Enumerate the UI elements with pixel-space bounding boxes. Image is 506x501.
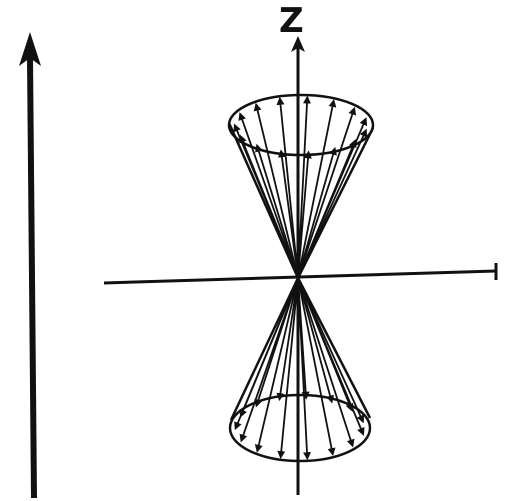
z-axis-arrowhead xyxy=(291,36,305,52)
lower-cone-vector-2 xyxy=(297,277,355,448)
lower-cone-vector-10 xyxy=(254,277,299,408)
z-axis-label: Z xyxy=(279,1,304,41)
upper-cone-vector-10 xyxy=(253,102,299,279)
lower-cone-rim xyxy=(228,393,372,463)
lower-cone-vector-13 xyxy=(297,277,334,404)
upper-cone-vector-3 xyxy=(297,146,337,279)
lower-cone-left-edge xyxy=(229,277,300,421)
upper-cone-vector-15 xyxy=(297,117,368,279)
upper-cone-vector-12 xyxy=(297,95,311,279)
upper-cone-vector-8 xyxy=(233,123,299,279)
lower-cone-vector-12 xyxy=(297,277,310,400)
lower-cone-vectors xyxy=(234,277,365,461)
lower-cone-vector-14 xyxy=(297,277,354,412)
lower-cone-right-edge xyxy=(296,277,372,419)
field-arrow-head xyxy=(19,32,41,66)
lower-cone-vector-5 xyxy=(277,277,299,459)
field-arrow xyxy=(19,32,41,499)
upper-cone-vector-14 xyxy=(297,106,357,279)
field-arrow-shaft xyxy=(27,57,37,499)
upper-cone-vector-6 xyxy=(255,143,299,279)
horizontal-axis xyxy=(103,269,497,285)
lower-cone xyxy=(228,277,372,463)
lower-cone-vector-3 xyxy=(297,277,336,457)
upper-cone xyxy=(227,93,375,279)
upper-cone-vector-11 xyxy=(276,96,299,279)
upper-cone-vector-13 xyxy=(297,99,337,279)
lower-cone-vector-6 xyxy=(254,277,299,453)
upper-cone-vector-9 xyxy=(238,112,299,279)
upper-cone-vectors xyxy=(233,95,368,279)
upper-cone-right-edge xyxy=(296,127,375,279)
lower-cone-vector-15 xyxy=(297,277,365,424)
lower-cone-vector-9 xyxy=(239,277,299,418)
lower-cone-vector-11 xyxy=(276,277,299,402)
